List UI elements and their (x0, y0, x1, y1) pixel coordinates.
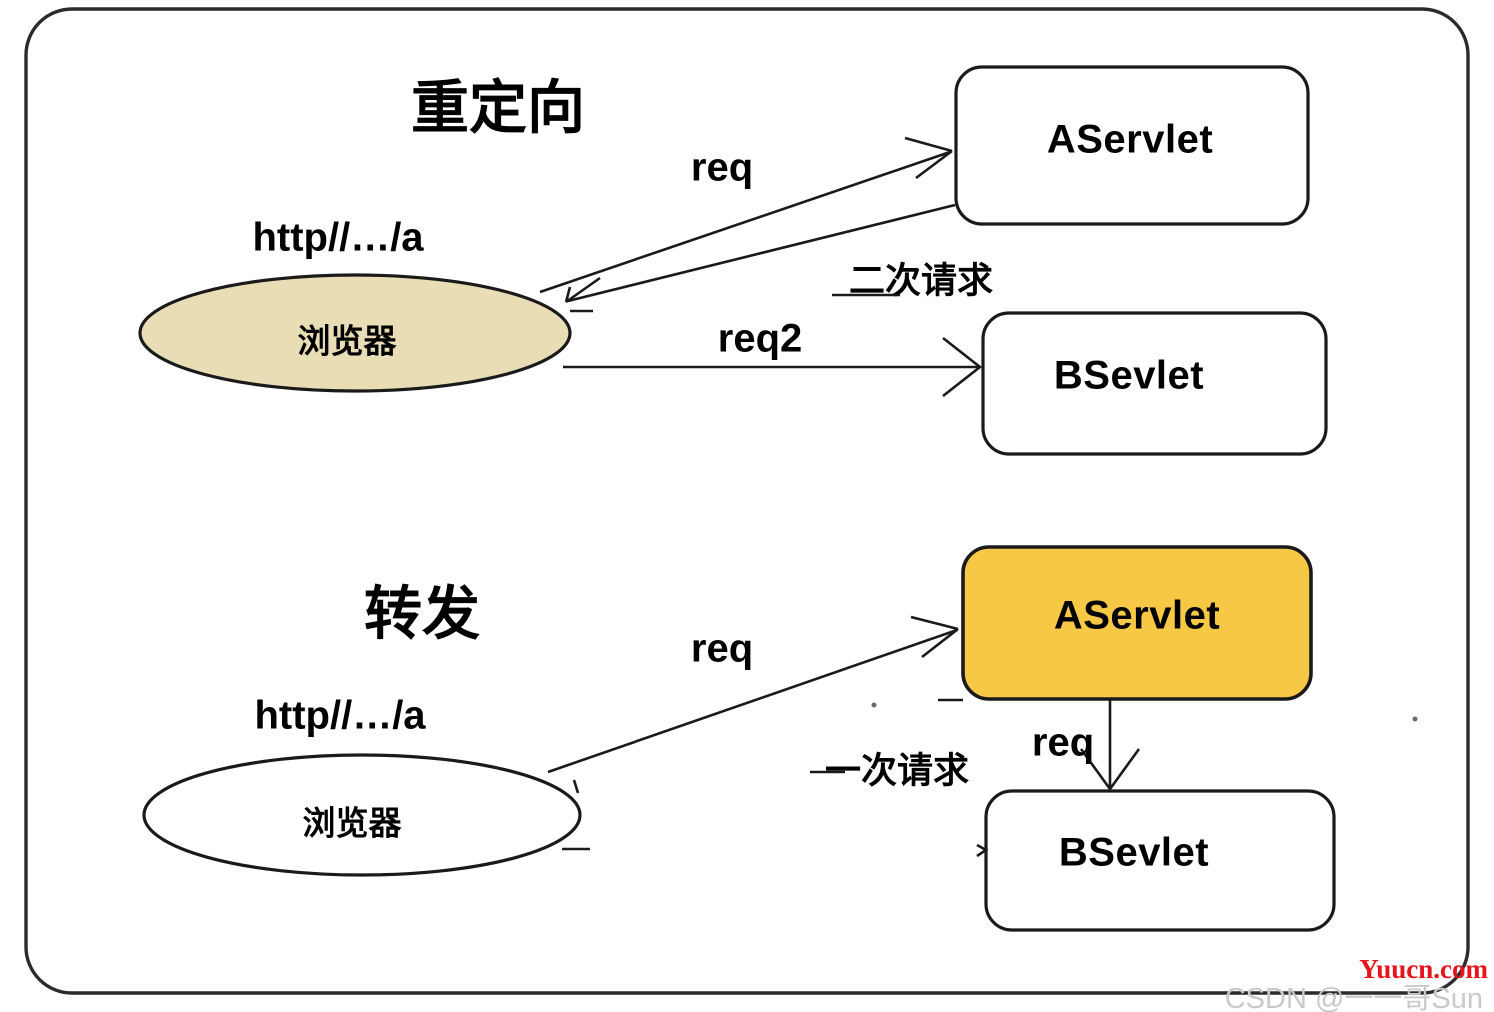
edge-label-req-forward: req (691, 627, 753, 671)
edge-label-req-redirect: req (691, 146, 753, 190)
tick-mark-browser-forward-2 (572, 779, 580, 794)
bservlet-node-forward (984, 789, 1336, 932)
outer-frame (24, 7, 1470, 995)
aservlet-node-forward (961, 545, 1313, 701)
bservlet-node-redirect (981, 311, 1328, 456)
edge-note-forward: 一次请求 (825, 750, 969, 791)
aservlet-node-redirect (954, 65, 1310, 226)
url-label-forward: http//…/a (254, 694, 426, 738)
bservlet-label-redirect: BSevlet (1054, 354, 1204, 398)
arrowhead-aservlet-forward (910, 615, 959, 659)
url-label-redirect: http//…/a (252, 216, 424, 260)
edge-browser-to-aservlet-redirect (539, 150, 951, 294)
browser-label-redirect: 浏览器 (298, 323, 398, 360)
arrowhead-bservlet-forward (1079, 748, 1141, 792)
bservlet-label-forward: BSevlet (1059, 831, 1209, 875)
stub-mark-bservlet-forward (976, 843, 989, 858)
section-redirect: 重定向 http//…/a 浏览器 AServlet BSevlet req 二… (138, 65, 1328, 456)
speck-mark-1 (871, 702, 877, 708)
aservlet-label-forward: AServlet (1054, 594, 1220, 638)
browser-label-forward: 浏览器 (303, 805, 403, 842)
browser-node-forward (142, 753, 582, 877)
section-title-redirect: 重定向 (411, 75, 585, 140)
watermark-credit: CSDN @一一哥Sun (1225, 983, 1483, 1012)
edge-aservlet-to-browser-redirect (567, 203, 956, 303)
edge-browser-to-aservlet-forward (547, 628, 958, 774)
speck-mark-2 (1412, 716, 1418, 722)
edge-label-req2-redirect: req2 (718, 317, 803, 361)
section-forward: 转发 http//…/a 浏览器 AServlet BSevlet req 一次… (142, 545, 1418, 932)
aservlet-label-redirect: AServlet (1047, 118, 1213, 162)
arrowhead-bservlet-redirect (942, 336, 983, 398)
browser-node-redirect (138, 273, 572, 393)
section-title-forward: 转发 (364, 581, 480, 646)
arrowhead-browser-redirect (564, 276, 601, 304)
edge-note-redirect: 二次请求 (849, 260, 993, 301)
watermark-site: Yuucn.com (1359, 954, 1488, 984)
edge-label-req-inner-forward: req (1032, 721, 1094, 765)
arrowhead-aservlet-redirect (904, 136, 953, 180)
